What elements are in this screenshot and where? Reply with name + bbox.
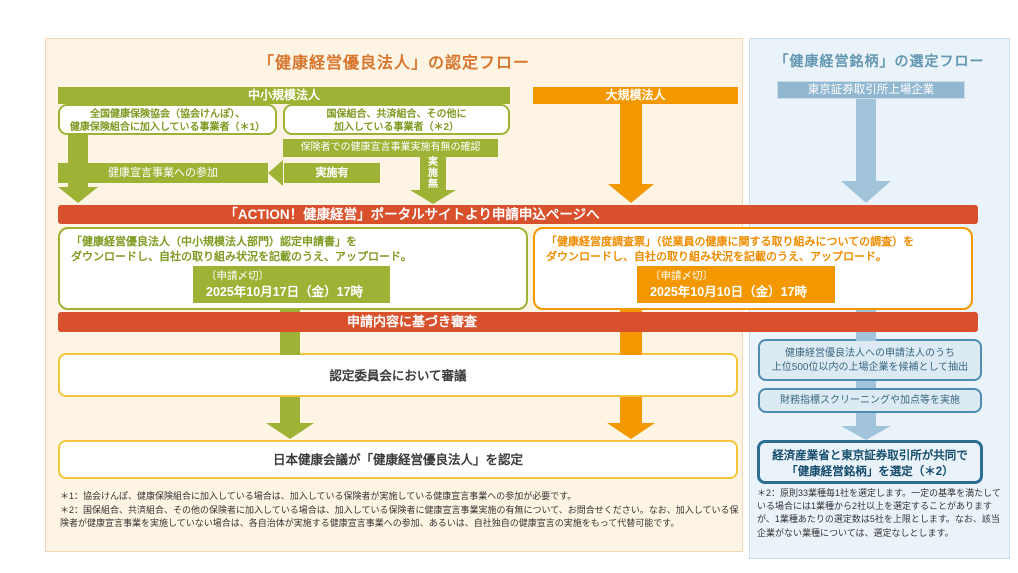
left-footnotes: ＊1：協会けんぽ、健康保険組合に加入している場合は、加入している保険者が実施して… [60,490,740,531]
sme-deadline-box: 〔申請〆切〕 2025年10月17日（金）17時 [193,266,390,303]
arrow-down-icon [841,426,891,440]
sme-corporations-header: 中小規模法人 [58,87,510,104]
kyokai-kenpo-line1: 全国健康保険協会（協会けんぽ）、 [90,109,245,120]
brand-selection-line1: 経済産業省と東京証券取引所が共同で [772,450,968,462]
not-implemented-label: 実施無 [428,157,438,190]
flow-line-extract-screen [856,381,876,389]
certification-final-box: 日本健康会議が「健康経営優良法人」を認定 [58,440,738,479]
arrow-left-icon [268,160,283,186]
top500-line2: 上位500位以内の上場企業を候補として抽出 [771,362,969,373]
large-survey-line1: 「健康経営度調査票」（従業員の健康に関する取り組みについての調査）を [546,236,915,248]
footnote-2: ＊2：国保組合、共済組合、その他の保険者に加入している場合は、加入している保険者… [60,504,739,529]
footnote-1: ＊1：協会けんぽ、健康保険組合に加入している場合は、加入している保険者が実施して… [60,491,577,501]
brand-selection-title: 「健康経営銘柄」の選定フロー [774,53,985,69]
arrow-down-icon [266,423,314,439]
large-survey-box: 「健康経営度調査票」（従業員の健康に関する取り組みについての調査）を ダウンロー… [533,227,973,310]
right-footnote: ＊2：原則33業種毎1社を選定します。一定の基準を満たしている場合には1業種から… [757,488,1001,538]
arrow-down-icon [607,423,655,439]
kyokai-kenpo-box: 全国健康保険協会（協会けんぽ）、 健康保険組合に加入している事業者（＊1） [58,104,277,135]
flow-line-committee-green [280,397,300,423]
sme-deadline-date: 2025年10月17日（金）17時 [206,285,364,299]
large-deadline-date: 2025年10月10日（金）17時 [650,285,808,299]
brand-selection-box: 経済産業省と東京証券取引所が共同で 「健康経営銘柄」を選定（＊2） [757,440,983,484]
flow-line-committee-orange [620,397,642,423]
review-banner: 申請内容に基づき審査 [58,312,978,332]
brand-selection-line2: 「健康経営銘柄」を選定（＊2） [786,466,954,478]
action-portal-banner: 「ACTION！健康経営」ポータルサイトより申請申込ページへ [58,205,978,224]
arrow-down-icon [841,181,891,203]
insurer-declaration-check-box: 保険者での健康宣言事業実施有無の確認 [283,139,498,157]
flow-line-tse-down [856,99,876,181]
large-survey-line2: ダウンロードし、自社の取り組み状況を記載のうえ、アップロード。 [546,251,887,263]
kokuho-kumiai-box: 国保組合、共済組合、その他に 加入している事業者（＊2） [283,104,510,135]
not-implemented-flow-bar: 実施無 [420,157,446,190]
top500-line1: 健康経営優良法人への申請法人のうち [785,348,955,359]
kokuho-kumiai-line2: 加入している事業者（＊2） [333,122,460,133]
flow-line-large-down [620,104,642,184]
sme-deadline-label: 〔申請〆切〕 [206,270,269,282]
implemented-label-box: 実施有 [284,163,380,183]
certification-flow-title: 「健康経営優良法人」の認定フロー [257,55,530,72]
large-deadline-box: 〔申請〆切〕 2025年10月10日（金）17時 [637,266,835,303]
large-corporations-header: 大規模法人 [533,87,738,104]
sme-application-line2: ダウンロードし、自社の取り組み状況を記載のうえ、アップロード。 [71,251,412,263]
financial-screening-box: 財務指標スクリーニングや加点等を実施 [758,388,982,413]
large-deadline-label: 〔申請〆切〕 [650,270,713,282]
arrow-down-icon [608,184,654,203]
health-declaration-participation-bar: 健康宣言事業への参加 [58,163,268,183]
arrow-down-icon [410,190,456,204]
top500-extraction-box: 健康経営優良法人への申請法人のうち 上位500位以内の上場企業を候補として抽出 [758,339,982,381]
kokuho-kumiai-line1: 国保組合、共済組合、その他に [326,109,467,120]
flow-line-screen-select [856,413,876,426]
sme-application-box: 「健康経営優良法人（中小規模法人部門）認定申請書」を ダウンロードし、自社の取り… [58,227,528,310]
kyokai-kenpo-line2: 健康保険組合に加入している事業者（＊1） [69,122,266,133]
committee-deliberation-box: 認定委員会において審議 [58,353,738,397]
sme-application-line1: 「健康経営優良法人（中小規模法人部門）認定申請書」を [71,236,357,248]
tse-listed-companies-header: 東京証券取引所上場企業 [777,81,965,99]
arrow-down-icon [58,187,98,203]
